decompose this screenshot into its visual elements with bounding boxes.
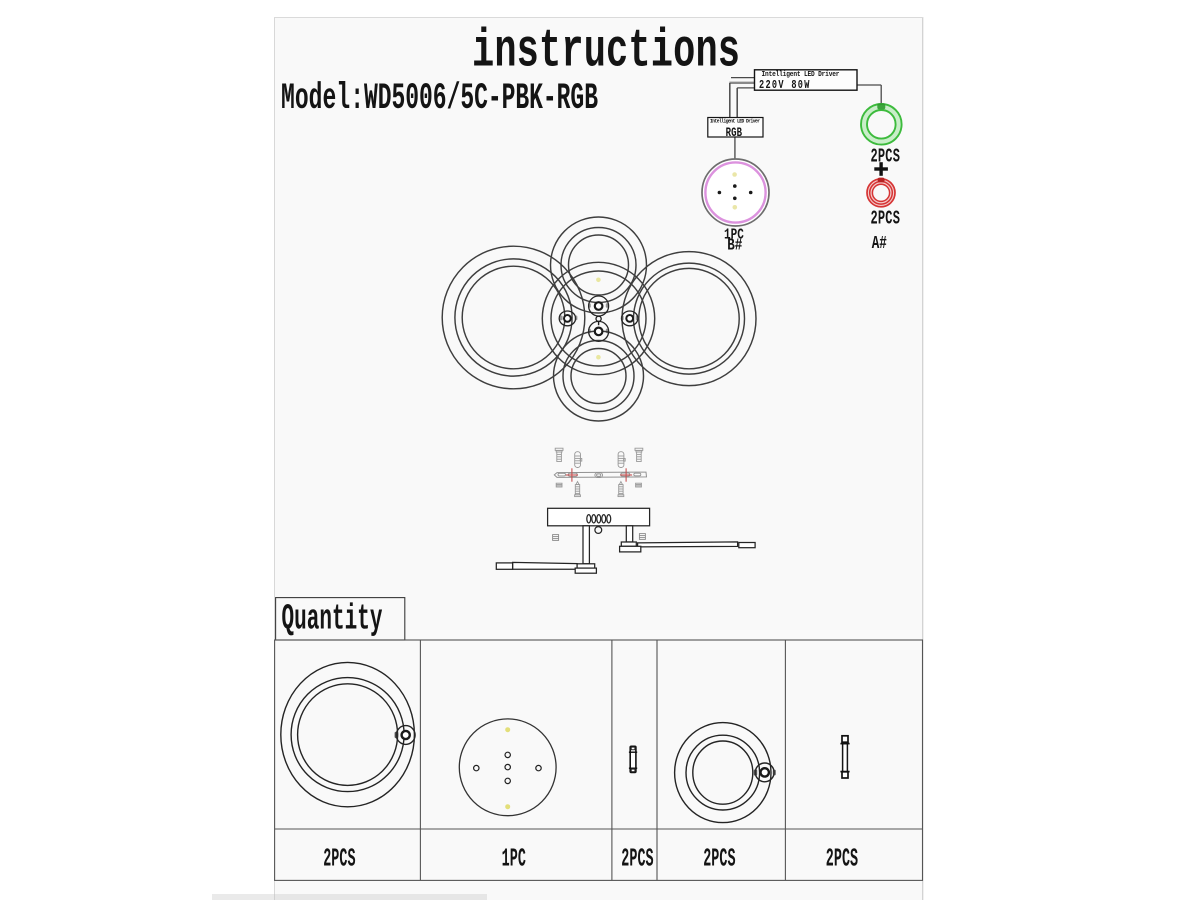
svg-text:2PCS: 2PCS [621, 845, 653, 874]
svg-text:2PCS: 2PCS [703, 845, 735, 874]
svg-text:1PC: 1PC [724, 226, 744, 243]
svg-text:WD5006/5C-PBK-RGB: WD5006/5C-PBK-RGB [364, 78, 598, 120]
svg-text:2PCS: 2PCS [323, 845, 355, 874]
svg-text:Model:: Model: [281, 78, 364, 120]
svg-text:2PCS: 2PCS [871, 208, 901, 230]
svg-text:B#: B# [727, 237, 742, 255]
svg-text:220V 80W: 220V 80W [759, 79, 810, 93]
svg-text:Intelligent LED Driver: Intelligent LED Driver [762, 70, 840, 79]
svg-text:1PC: 1PC [502, 845, 526, 874]
svg-text:RGB: RGB [726, 127, 743, 141]
svg-text:2PCS: 2PCS [871, 146, 901, 168]
svg-text:Quantity: Quantity [282, 598, 383, 640]
svg-text:A#: A# [872, 233, 887, 254]
svg-text:2PCS: 2PCS [826, 845, 858, 874]
svg-text:Intelligent LED Driver: Intelligent LED Driver [710, 118, 760, 124]
svg-text:instructions: instructions [472, 21, 740, 82]
